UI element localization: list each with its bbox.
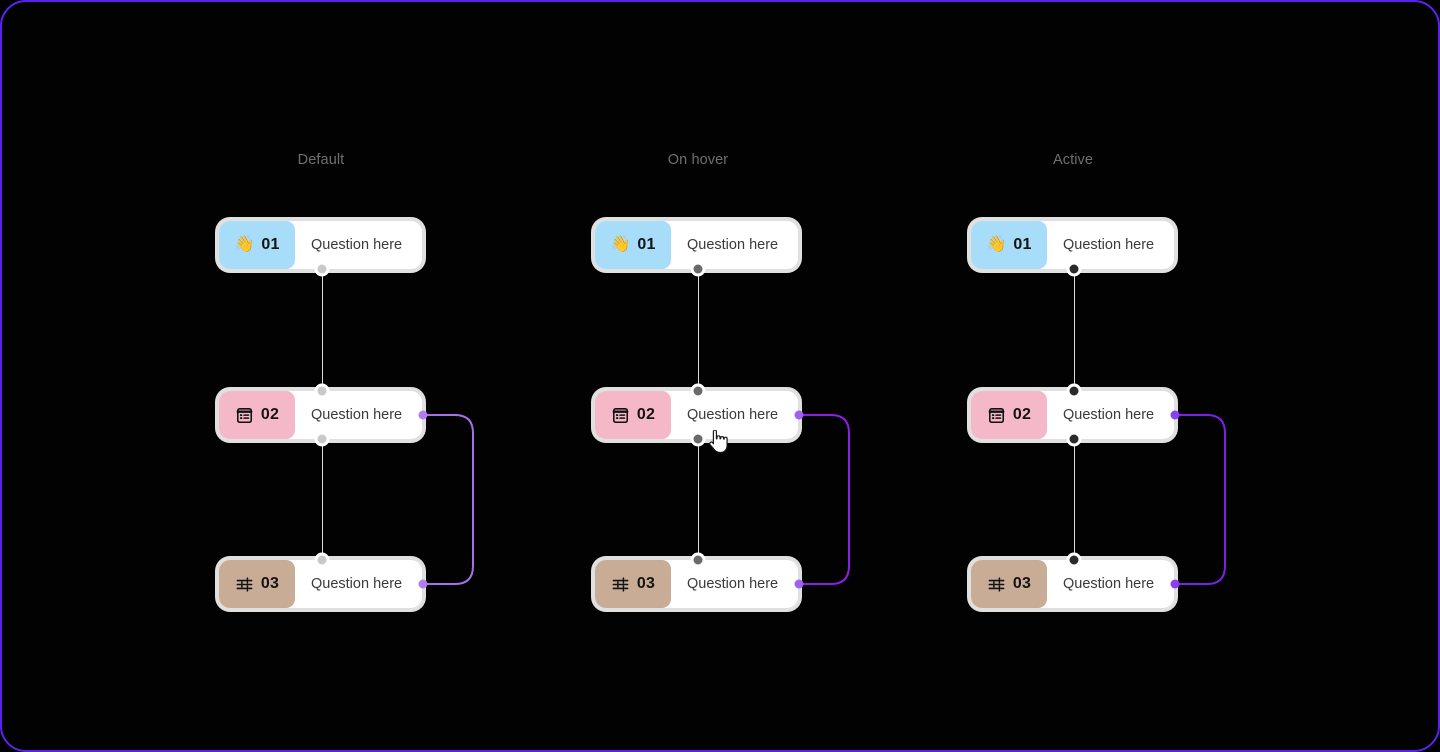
column-label-active: Active bbox=[1052, 152, 1094, 168]
side-connector-02-03 bbox=[1175, 414, 1226, 585]
connector-line-02-03 bbox=[698, 439, 699, 560]
connector-endpoint-dot-03 bbox=[1170, 579, 1180, 589]
flow-card-01-active[interactable]: 👋 01 Question here bbox=[971, 221, 1174, 269]
sliders-icon bbox=[987, 575, 1006, 594]
connector-endpoint-dot-03 bbox=[794, 579, 804, 589]
node-dot-01-bottom bbox=[1069, 264, 1079, 274]
flow-card-02-default[interactable]: 02 Question here bbox=[219, 391, 422, 439]
card-badge-01: 👋 01 bbox=[595, 221, 671, 269]
column-label-default: Default bbox=[297, 152, 345, 168]
connector-endpoint-dot-02 bbox=[418, 410, 428, 420]
sliders-icon bbox=[235, 575, 254, 594]
form-list-icon bbox=[987, 406, 1006, 425]
card-number: 03 bbox=[1012, 575, 1032, 592]
connector-endpoint-dot-02 bbox=[1170, 410, 1180, 420]
node-dot-03-top bbox=[1069, 555, 1079, 565]
node-dot-02-bottom bbox=[1069, 434, 1079, 444]
card-question-text: Question here bbox=[311, 576, 403, 592]
node-dot-03-top bbox=[693, 555, 703, 565]
card-question-text: Question here bbox=[1063, 407, 1155, 423]
sliders-icon bbox=[611, 575, 630, 594]
card-number: 01 bbox=[261, 236, 280, 253]
flow-card-03-active[interactable]: 03 Question here bbox=[971, 560, 1174, 608]
pointer-hand-cursor bbox=[708, 429, 728, 459]
connector-line-01-02 bbox=[322, 269, 323, 391]
card-badge-01: 👋 01 bbox=[971, 221, 1047, 269]
node-dot-02-bottom bbox=[317, 434, 327, 444]
card-badge-03: 03 bbox=[219, 560, 295, 608]
card-question-text: Question here bbox=[687, 576, 779, 592]
form-list-icon bbox=[235, 406, 254, 425]
card-number: 03 bbox=[636, 575, 656, 592]
node-dot-02-top bbox=[1069, 386, 1079, 396]
card-number: 02 bbox=[1012, 406, 1032, 423]
waving-hand-icon: 👋 bbox=[610, 236, 631, 253]
card-badge-03: 03 bbox=[595, 560, 671, 608]
flow-card-02-hover[interactable]: 02 Question here bbox=[595, 391, 798, 439]
card-number: 01 bbox=[1013, 236, 1032, 253]
card-badge-02: 02 bbox=[219, 391, 295, 439]
card-number: 03 bbox=[260, 575, 280, 592]
flow-card-01-hover[interactable]: 👋 01 Question here bbox=[595, 221, 798, 269]
connector-line-01-02 bbox=[698, 269, 699, 391]
connector-endpoint-dot-02 bbox=[794, 410, 804, 420]
card-question-text: Question here bbox=[311, 237, 403, 253]
flow-card-01-default[interactable]: 👋 01 Question here bbox=[219, 221, 422, 269]
card-badge-01: 👋 01 bbox=[219, 221, 295, 269]
connector-line-01-02 bbox=[1074, 269, 1075, 391]
card-question-text: Question here bbox=[1063, 237, 1155, 253]
card-number: 02 bbox=[260, 406, 280, 423]
connector-line-02-03 bbox=[322, 439, 323, 560]
node-dot-02-top bbox=[317, 386, 327, 396]
card-badge-02: 02 bbox=[971, 391, 1047, 439]
card-number: 01 bbox=[637, 236, 656, 253]
column-label-hover: On hover bbox=[667, 152, 729, 168]
waving-hand-icon: 👋 bbox=[234, 236, 255, 253]
node-dot-02-top bbox=[693, 386, 703, 396]
connector-line-02-03 bbox=[1074, 439, 1075, 560]
card-badge-03: 03 bbox=[971, 560, 1047, 608]
card-badge-02: 02 bbox=[595, 391, 671, 439]
card-number: 02 bbox=[636, 406, 656, 423]
card-question-text: Question here bbox=[687, 407, 779, 423]
side-connector-02-03 bbox=[799, 414, 850, 585]
node-dot-02-bottom bbox=[693, 434, 703, 444]
card-question-text: Question here bbox=[311, 407, 403, 423]
node-dot-03-top bbox=[317, 555, 327, 565]
flow-card-02-active[interactable]: 02 Question here bbox=[971, 391, 1174, 439]
flow-card-03-default[interactable]: 03 Question here bbox=[219, 560, 422, 608]
node-dot-01-bottom bbox=[693, 264, 703, 274]
connector-endpoint-dot-03 bbox=[418, 579, 428, 589]
form-list-icon bbox=[611, 406, 630, 425]
flow-card-03-hover[interactable]: 03 Question here bbox=[595, 560, 798, 608]
card-question-text: Question here bbox=[687, 237, 779, 253]
side-connector-02-03 bbox=[423, 414, 474, 585]
node-dot-01-bottom bbox=[317, 264, 327, 274]
waving-hand-icon: 👋 bbox=[986, 236, 1007, 253]
card-question-text: Question here bbox=[1063, 576, 1155, 592]
